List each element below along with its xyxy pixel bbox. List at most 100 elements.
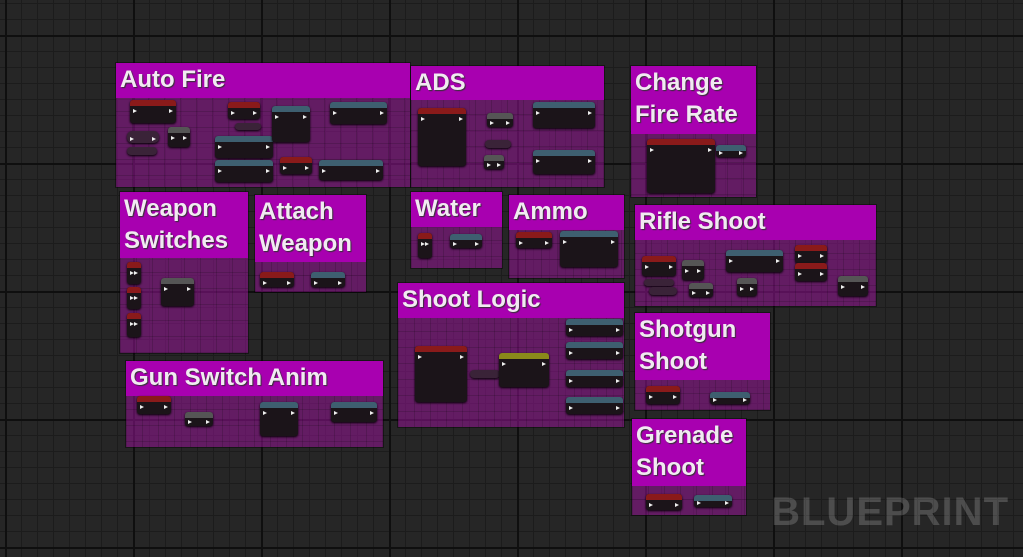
exec-pin-out[interactable]: [305, 166, 309, 170]
exec-pin-out[interactable]: [206, 420, 210, 424]
exec-pin-in[interactable]: [650, 148, 654, 152]
exec-pin-in[interactable]: [218, 145, 222, 149]
blueprint-node[interactable]: [127, 313, 141, 337]
exec-pin-in[interactable]: [645, 265, 649, 269]
exec-pin-out[interactable]: [673, 395, 677, 399]
exec-pin-in[interactable]: [130, 296, 134, 300]
blueprint-node[interactable]: [272, 106, 310, 142]
variable-node[interactable]: [235, 123, 261, 130]
blueprint-node[interactable]: [566, 319, 623, 336]
exec-pin-in[interactable]: [536, 111, 540, 115]
exec-pin-out[interactable]: [616, 351, 620, 355]
exec-pin-out[interactable]: [460, 355, 464, 359]
blueprint-node[interactable]: [737, 278, 757, 296]
blueprint-node[interactable]: [689, 283, 713, 297]
blueprint-node[interactable]: [566, 342, 623, 359]
exec-pin-in[interactable]: [130, 271, 134, 275]
exec-pin-in[interactable]: [333, 111, 337, 115]
comment-water[interactable]: Water: [411, 192, 502, 268]
exec-pin-out[interactable]: [169, 109, 173, 113]
exec-pin-in[interactable]: [322, 169, 326, 173]
blueprint-node[interactable]: [566, 397, 623, 414]
exec-pin-out[interactable]: [475, 242, 479, 246]
exec-pin-in[interactable]: [569, 406, 573, 410]
exec-pin-out[interactable]: [820, 254, 824, 258]
exec-pin-in[interactable]: [713, 398, 717, 402]
exec-pin-in[interactable]: [692, 291, 696, 295]
blueprint-node[interactable]: [499, 353, 549, 387]
exec-pin-in[interactable]: [130, 137, 134, 141]
exec-pin-out[interactable]: [776, 259, 780, 263]
blueprint-node[interactable]: [418, 233, 432, 258]
comment-title[interactable]: Shoot Logic: [398, 283, 624, 318]
variable-node[interactable]: [644, 279, 674, 286]
blueprint-node[interactable]: [418, 108, 466, 166]
exec-pin-out[interactable]: [616, 379, 620, 383]
comment-title[interactable]: Shotgun Shoot: [635, 313, 770, 380]
exec-pin-out[interactable]: [616, 406, 620, 410]
exec-pin-in[interactable]: [133, 109, 137, 113]
comment-title[interactable]: Auto Fire: [116, 63, 410, 98]
exec-pin-in[interactable]: [569, 328, 573, 332]
exec-pin-out[interactable]: [542, 362, 546, 366]
comment-title[interactable]: Change Fire Rate: [631, 66, 756, 134]
blueprint-node[interactable]: [484, 155, 504, 169]
exec-pin-in[interactable]: [263, 281, 267, 285]
blueprint-node[interactable]: [127, 287, 141, 309]
blueprint-node[interactable]: [228, 102, 260, 119]
blueprint-node[interactable]: [450, 234, 482, 248]
exec-pin-out[interactable]: [506, 121, 510, 125]
blueprint-node[interactable]: [838, 276, 868, 296]
exec-pin-in[interactable]: [685, 269, 689, 273]
exec-pin-out[interactable]: [459, 117, 463, 121]
exec-pin-out[interactable]: [861, 285, 865, 289]
blueprint-node[interactable]: [533, 102, 595, 128]
exec-pin-in[interactable]: [421, 242, 425, 246]
exec-pin-out[interactable]: [697, 269, 701, 273]
exec-pin-out[interactable]: [338, 281, 342, 285]
blueprint-node[interactable]: [260, 272, 294, 287]
variable-node[interactable]: [127, 131, 159, 143]
blueprint-node[interactable]: [260, 402, 298, 436]
exec-pin-out[interactable]: [750, 287, 754, 291]
exec-pin-out[interactable]: [588, 159, 592, 163]
exec-pin-out[interactable]: [152, 137, 156, 141]
variable-node[interactable]: [470, 370, 500, 378]
blueprint-node[interactable]: [646, 386, 680, 404]
exec-pin-in[interactable]: [740, 287, 744, 291]
exec-pin-out[interactable]: [743, 398, 747, 402]
blueprint-node[interactable]: [795, 263, 827, 281]
exec-pin-out[interactable]: [725, 501, 729, 505]
exec-pin-in[interactable]: [719, 151, 723, 155]
blueprint-node[interactable]: [161, 278, 194, 306]
blueprint-node[interactable]: [168, 127, 190, 147]
comment-title[interactable]: Ammo: [509, 195, 624, 230]
variable-node[interactable]: [127, 147, 157, 155]
exec-pin-in[interactable]: [421, 117, 425, 121]
exec-pin-out[interactable]: [134, 296, 138, 300]
exec-pin-out[interactable]: [820, 272, 824, 276]
blueprint-node[interactable]: [694, 495, 732, 507]
exec-pin-in[interactable]: [697, 501, 701, 505]
blueprint-node[interactable]: [130, 100, 176, 123]
exec-pin-in[interactable]: [130, 322, 134, 326]
comment-auto-fire[interactable]: Auto Fire: [116, 63, 410, 187]
comment-title[interactable]: Attach Weapon: [255, 195, 366, 262]
comment-title[interactable]: ADS: [411, 66, 604, 100]
exec-pin-out[interactable]: [497, 163, 501, 167]
blueprint-node[interactable]: [795, 245, 827, 263]
exec-pin-in[interactable]: [798, 272, 802, 276]
comment-title[interactable]: Water: [411, 192, 502, 227]
exec-pin-in[interactable]: [841, 285, 845, 289]
exec-pin-out[interactable]: [291, 411, 295, 415]
blueprint-node[interactable]: [415, 346, 467, 402]
blueprint-node[interactable]: [215, 160, 273, 182]
exec-pin-out[interactable]: [708, 148, 712, 152]
exec-pin-in[interactable]: [569, 379, 573, 383]
exec-pin-out[interactable]: [370, 411, 374, 415]
blueprint-node[interactable]: [311, 272, 345, 287]
comment-attach-weapon[interactable]: Attach Weapon: [255, 195, 366, 292]
variable-node[interactable]: [649, 287, 677, 295]
exec-pin-in[interactable]: [171, 136, 175, 140]
comment-shotgun-shoot[interactable]: Shotgun Shoot: [635, 313, 770, 410]
